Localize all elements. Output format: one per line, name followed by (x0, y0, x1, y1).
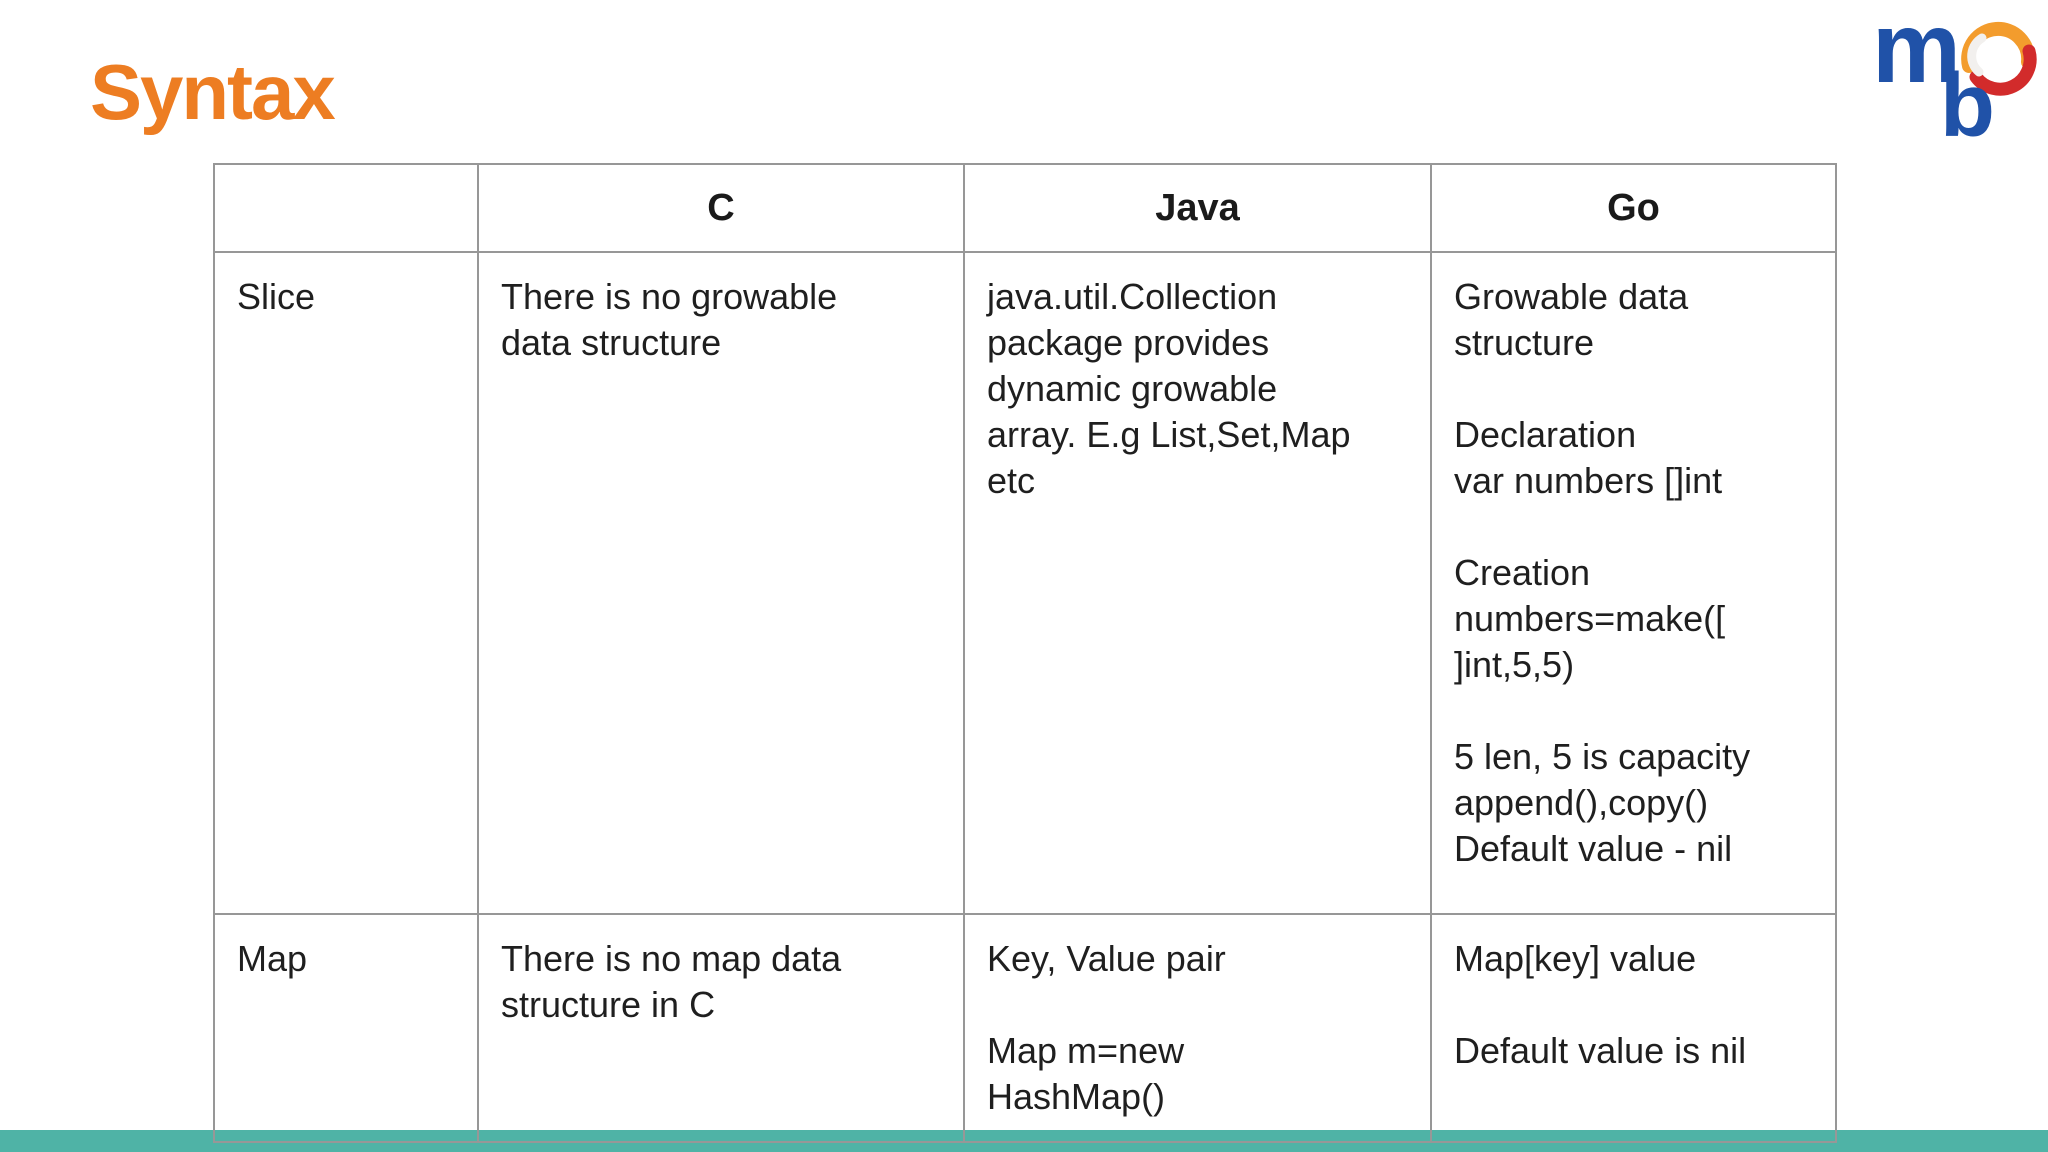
mb-logo-icon: m b (1872, 0, 2037, 156)
logo-letter-b: b (1940, 56, 1995, 139)
table-row-map: Map There is no map data structure in C … (213, 913, 1837, 1143)
cell-slice-java: java.util.Collection package provides dy… (963, 251, 1432, 915)
header-column-c: C (477, 163, 965, 253)
row-label-slice: Slice (213, 251, 479, 915)
page-title: Syntax (90, 48, 336, 136)
table-row-slice: Slice There is no growable data structur… (213, 251, 1837, 915)
cell-slice-c: There is no growable data structure (477, 251, 965, 915)
cell-map-go: Map[key] value Default value is nil (1430, 913, 1837, 1143)
syntax-comparison-table: C Java Go Slice There is no growable dat… (213, 163, 1837, 1143)
header-row-label-column (213, 163, 479, 253)
brand-logo: m b (1872, 0, 2046, 156)
cell-map-java: Key, Value pair Map m=new HashMap() (963, 913, 1432, 1143)
table-header-row: C Java Go (213, 163, 1837, 253)
header-column-go: Go (1430, 163, 1837, 253)
logo-letter-m: m (1876, 4, 1961, 104)
logo-swirl-highlight (1967, 33, 1987, 77)
header-column-java: Java (963, 163, 1432, 253)
cell-slice-go: Growable data structure Declaration var … (1430, 251, 1837, 915)
cell-map-c: There is no map data structure in C (477, 913, 965, 1143)
logo-swirl-red (1969, 44, 2037, 96)
row-label-map: Map (213, 913, 479, 1143)
